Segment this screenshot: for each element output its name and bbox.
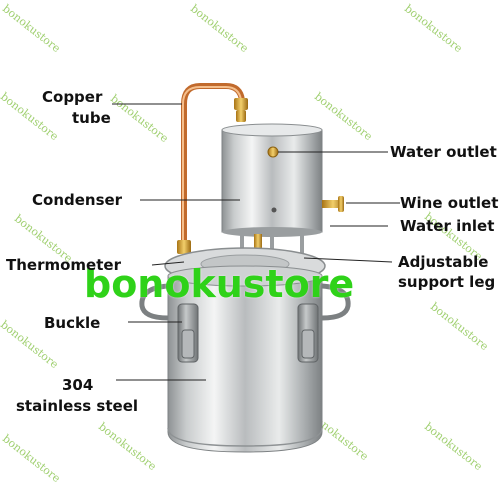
brand-overlay: bonokustore — [84, 262, 355, 306]
tube-fitting-top-2 — [236, 110, 246, 122]
pot-bottom-band — [167, 427, 323, 447]
pot-rim — [167, 265, 323, 287]
label-steel-line1: 304 — [62, 376, 94, 394]
condenser-top-rim — [221, 123, 323, 137]
condenser-screw — [271, 207, 277, 213]
water-outlet-nozzle — [267, 146, 279, 158]
label-copper-tube-line1: Copper — [42, 88, 103, 106]
buckle-left-lever — [181, 329, 195, 359]
label-water-outlet: Water outlet — [390, 143, 497, 161]
tube-fitting-top — [234, 98, 248, 110]
pot-body — [167, 275, 323, 453]
tube-fitting-bottom — [177, 240, 191, 254]
condenser-body — [221, 129, 323, 233]
pot-handle-right — [321, 283, 351, 321]
label-adjustable-line1: Adjustable — [398, 253, 489, 271]
label-steel-line2: stainless steel — [16, 397, 139, 415]
label-wine-outlet: Wine outlet — [400, 194, 499, 212]
label-adjustable-line2: support leg — [398, 273, 496, 291]
support-leg — [270, 232, 274, 262]
buckle-right-lever — [301, 329, 315, 359]
support-leg — [240, 232, 244, 258]
label-thermometer: Thermometer — [6, 256, 121, 274]
support-leg — [300, 232, 304, 258]
leader-thermometer — [151, 261, 185, 266]
wine-outlet-pipe — [322, 200, 344, 208]
label-buckle: Buckle — [44, 314, 101, 332]
pot-handle-left — [139, 283, 169, 321]
label-copper-tube-line2: tube — [72, 109, 111, 127]
leader-adjustable-leg — [303, 257, 393, 263]
label-condenser: Condenser — [32, 191, 123, 209]
condenser-drain — [254, 234, 262, 248]
label-water-inlet: Water inlet — [400, 217, 495, 235]
wine-outlet-tip — [338, 196, 344, 212]
copper-tube-highlight — [182, 86, 242, 251]
